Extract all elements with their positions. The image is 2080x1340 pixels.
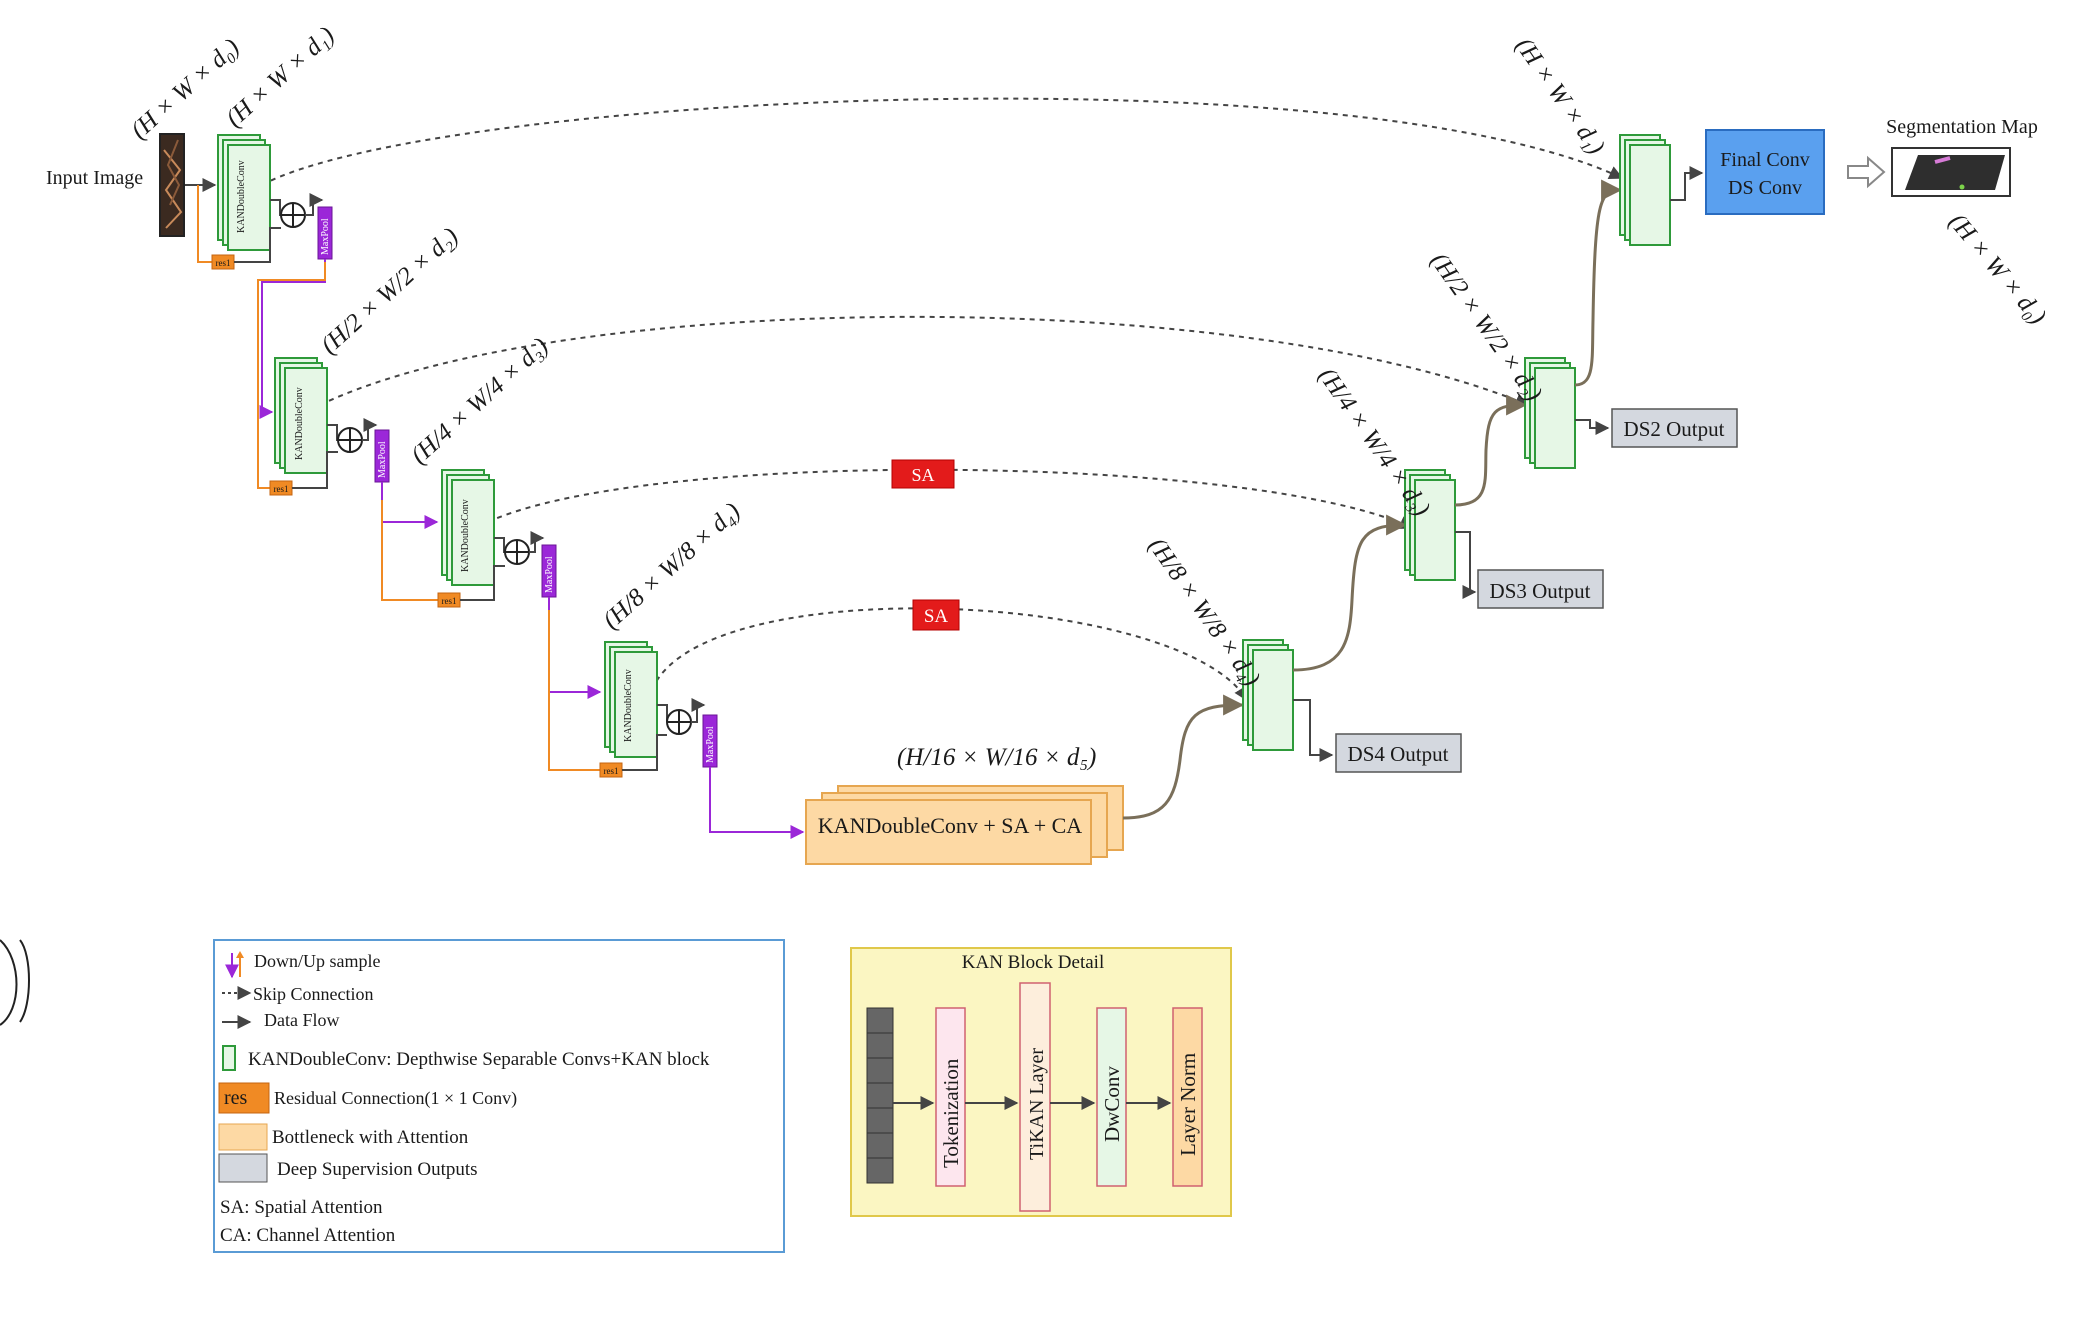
encoder-block-4-label: KANDoubleConv: [623, 669, 634, 742]
svg-text:MaxPool: MaxPool: [320, 218, 331, 255]
encoder-block-3-label: KANDoubleConv: [460, 499, 471, 572]
decoder-block-1: [1619, 134, 1671, 246]
svg-text:KANDoubleConv + SA + CA: KANDoubleConv + SA + CA: [818, 813, 1082, 838]
down-up-sample-icon: [225, 951, 244, 979]
legend-sa: SA: Spatial Attention: [220, 1197, 383, 1218]
dim-d5-bottleneck: (H/16 × W/16 × d₅): [897, 744, 1096, 771]
dim-d2-encoder: (H/2 × W/2 × d₂): [316, 223, 464, 360]
svg-text:Layer Norm: Layer Norm: [1176, 1053, 1200, 1156]
svg-text:DS2 Output: DS2 Output: [1624, 417, 1725, 441]
legend-bottleneck-swatch: [218, 1123, 268, 1151]
layer-norm-box: Layer Norm: [1172, 1007, 1203, 1187]
svg-text:DS4 Output: DS4 Output: [1348, 742, 1449, 766]
svg-text:Final Conv: Final Conv: [1720, 149, 1809, 171]
svg-text:res1: res1: [274, 484, 289, 494]
svg-text:res1: res1: [216, 258, 231, 268]
svg-text:TiKAN Layer: TiKAN Layer: [1026, 1048, 1048, 1160]
output-hollow-arrow-icon: [1847, 155, 1886, 189]
res-box-3: res1: [437, 592, 461, 608]
maxpool-1: MaxPool: [317, 206, 333, 260]
dwconv-box: DwConv: [1096, 1007, 1127, 1187]
dim-d0-output: (H × W × d₀): [1943, 209, 2051, 330]
tokenization-box: Tokenization: [935, 1007, 966, 1187]
segmentation-map-thumbnail: [1891, 147, 2011, 197]
sa-box-level-3: SA: [891, 459, 955, 489]
svg-text:MaxPool: MaxPool: [377, 441, 388, 478]
legend-down-up: Down/Up sample: [254, 951, 380, 971]
dim-d3-encoder: (H/4 × W/4 × d₃): [406, 333, 554, 470]
dim-d0-input: (H × W × d₀): [126, 34, 245, 145]
svg-text:Tokenization: Tokenization: [939, 1058, 963, 1168]
legend-deep-sup-swatch: [218, 1153, 268, 1183]
ds4-output-box: DS4 Output: [1335, 733, 1462, 773]
legend-bottleneck: Bottleneck with Attention: [272, 1127, 469, 1148]
dim-d4-encoder: (H/8 × W/8 × d₄): [598, 498, 746, 635]
skip-connection-level-2: [319, 315, 1530, 407]
legend-kan-swatch: [222, 1045, 236, 1071]
res-box-2: res1: [269, 480, 293, 496]
edge-bracket-fragment: [0, 939, 30, 1026]
legend-res: Residual Connection(1 × 1 Conv): [274, 1088, 517, 1109]
skip-connection-level-1: [261, 97, 1624, 186]
legend-res-swatch: [218, 1082, 270, 1114]
dim-d3-decoder: (H/4 × W/4 × d₃): [1313, 363, 1435, 521]
sa-box-level-4: SA: [912, 599, 960, 631]
svg-text:DS3 Output: DS3 Output: [1490, 579, 1591, 603]
svg-text:MaxPool: MaxPool: [544, 556, 555, 593]
svg-text:DwConv: DwConv: [1100, 1066, 1124, 1142]
maxpool-4: MaxPool: [702, 714, 718, 768]
svg-text:res1: res1: [604, 766, 619, 776]
kan-block-detail-panel: KAN Block Detail Tokenization TiKAN Laye…: [850, 947, 1232, 1217]
encoder-block-1-label: KANDoubleConv: [236, 160, 247, 233]
kan-detail-title: KAN Block Detail: [962, 952, 1104, 973]
maxpool-2: MaxPool: [374, 429, 390, 483]
dim-d1-decoder: (H × W × d₁): [1510, 33, 1610, 159]
svg-text:res1: res1: [442, 596, 457, 606]
maxpool-3: MaxPool: [541, 544, 557, 598]
ds3-output-box: DS3 Output: [1477, 569, 1604, 609]
svg-text:MaxPool: MaxPool: [705, 726, 716, 763]
input-image-label: Input Image: [46, 167, 143, 189]
dim-d1-encoder: (H × W × d₁): [221, 22, 340, 133]
dim-d2-decoder: (H/2 × W/2 × d₂): [1425, 248, 1547, 406]
svg-text:res: res: [224, 1087, 248, 1109]
bottleneck-block: KANDoubleConv + SA + CA: [805, 785, 1124, 865]
tikan-layer-box: TiKAN Layer: [1019, 982, 1051, 1212]
legend-kan: KANDoubleConv: Depthwise Separable Convs…: [248, 1049, 710, 1070]
legend-skip: Skip Connection: [253, 984, 374, 1004]
final-conv-box: Final Conv DS Conv: [1705, 129, 1825, 215]
input-image-thumbnail: [159, 133, 185, 237]
svg-text:SA: SA: [911, 465, 934, 485]
res-box-4: res1: [599, 762, 623, 778]
svg-text:DS Conv: DS Conv: [1728, 177, 1802, 199]
legend-panel: Down/Up sample Skip Connection Data Flow…: [213, 939, 785, 1253]
res-box-1: res1: [211, 254, 235, 270]
segmentation-map-label: Segmentation Map: [1886, 116, 2038, 138]
svg-text:SA: SA: [924, 606, 949, 627]
dim-d4-decoder: (H/8 × W/8 × d₄): [1143, 533, 1265, 691]
legend-deep-sup: Deep Supervision Outputs: [277, 1159, 478, 1180]
token-stack: [866, 1007, 894, 1184]
legend-flow: Data Flow: [264, 1010, 340, 1030]
ds2-output-box: DS2 Output: [1611, 408, 1738, 448]
legend-ca: CA: Channel Attention: [220, 1225, 396, 1246]
encoder-block-2-label: KANDoubleConv: [294, 387, 305, 460]
